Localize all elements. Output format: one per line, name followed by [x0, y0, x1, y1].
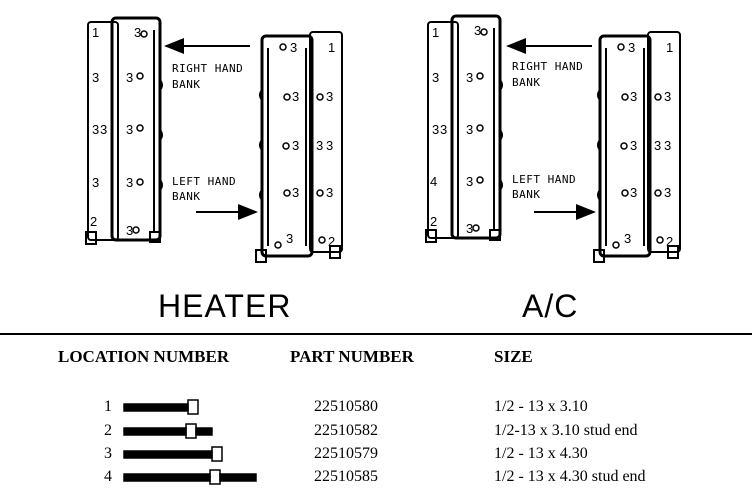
heater-lh-loc-7: 3: [292, 185, 299, 200]
row-1-location: 1: [104, 398, 112, 415]
row-2-size: 1/2-13 x 3.10 stud end: [494, 422, 638, 439]
heater-lh-loc-9: 3: [286, 231, 293, 246]
ac-lh-loc-6: 3: [664, 138, 671, 153]
heater-lh-loc-1: 3: [290, 40, 297, 55]
ac-caption: A/C: [522, 288, 579, 324]
ac-lh-loc-1: 3: [628, 40, 635, 55]
row-4-part: 22510585: [314, 468, 378, 485]
row-2-part: 22510582: [314, 422, 378, 439]
ac-lh-loc-4: 3: [664, 89, 671, 104]
ac-lh-loc-9: 3: [624, 231, 631, 246]
ac-lh-loc-5: 3: [630, 138, 637, 153]
ac-rh-loc-11: 3: [440, 122, 447, 137]
heater-rh-loc-4: 3: [126, 70, 133, 85]
heater-rh-loc-5: 3: [92, 122, 99, 137]
ac-rh-loc-3: 3: [432, 70, 439, 85]
ac-rh-loc-6: 3: [466, 122, 473, 137]
heater-rh-loc-3: 3: [92, 70, 99, 85]
heater-rh-loc-2: 3: [134, 25, 141, 40]
ac-rh-label-line1: RIGHT HAND: [512, 60, 583, 73]
heater-bolt-holes: [132, 30, 326, 249]
row-2-location: 2: [104, 422, 112, 439]
ac-lh-label-line2: BANK: [512, 188, 541, 201]
ac-rh-loc-1: 1: [432, 25, 439, 40]
heater-rh-loc-8: 3: [126, 175, 133, 190]
row-4-location: 4: [104, 468, 112, 485]
heater-diagram: 1 3 3 3 3 3 3 3 3 2 3 3 1 3 3 3 3 3 3 3 …: [85, 16, 343, 263]
heater-rh-label-line2: BANK: [172, 78, 201, 91]
ac-lh-loc-8: 3: [664, 185, 671, 200]
ac-lh-loc-11: 2: [666, 234, 673, 249]
ac-lh-loc-3: 3: [630, 89, 637, 104]
heater-right-bank-head: [85, 16, 163, 245]
heater-lh-loc-2: 1: [328, 40, 335, 55]
ac-right-bank-head: [425, 14, 503, 243]
heater-left-bank-head: [255, 31, 343, 263]
heater-lh-loc-10: 3: [316, 138, 323, 153]
ac-rh-loc-2: 3: [474, 23, 481, 38]
part-number-header: PART NUMBER: [290, 347, 414, 366]
heater-rh-loc-9: 3: [126, 223, 133, 238]
row-3-part: 22510579: [314, 445, 378, 462]
heater-rh-loc-7: 3: [92, 175, 99, 190]
size-header: SIZE: [494, 347, 533, 366]
heater-lh-loc-4: 3: [326, 89, 333, 104]
heater-rh-label-line1: RIGHT HAND: [172, 62, 243, 75]
ac-rh-label-line2: BANK: [512, 76, 541, 89]
bolt-1-icon: [123, 399, 199, 415]
ac-rh-loc-5: 3: [432, 122, 439, 137]
heater-caption: HEATER: [158, 288, 292, 324]
heater-lh-label-line1: LEFT HAND: [172, 175, 236, 188]
heater-rh-loc-6: 3: [126, 122, 133, 137]
ac-left-bank-head: [593, 31, 681, 263]
heater-rh-loc-11: 3: [100, 122, 107, 137]
ac-lh-loc-7: 3: [630, 185, 637, 200]
ac-rh-loc-8: 3: [466, 174, 473, 189]
bolt-4-icon: [123, 469, 257, 485]
bolt-3-icon: [123, 446, 223, 462]
row-4-size: 1/2 - 13 x 4.30 stud end: [494, 468, 646, 485]
ac-lh-loc-10: 3: [654, 138, 661, 153]
row-3-size: 1/2 - 13 x 4.30: [494, 445, 588, 462]
location-number-header: LOCATION NUMBER: [58, 347, 230, 366]
ac-lh-loc-2: 1: [666, 40, 673, 55]
ac-bolt-holes: [472, 28, 664, 249]
heater-rh-loc-10: 2: [90, 214, 97, 229]
heater-lh-loc-5: 3: [292, 138, 299, 153]
row-1-part: 22510580: [314, 398, 378, 415]
ac-diagram: 1 3 3 3 3 3 4 3 3 2 3 3 1 3 3 3 3 3 3 3 …: [425, 14, 681, 263]
bolt-2-icon: [123, 423, 213, 439]
ac-rh-loc-7: 4: [430, 174, 437, 189]
heater-lh-loc-3: 3: [292, 89, 299, 104]
row-3-location: 3: [104, 445, 112, 462]
ac-rh-loc-4: 3: [466, 70, 473, 85]
ac-rh-loc-9: 3: [466, 221, 473, 236]
heater-lh-loc-11: 2: [328, 234, 335, 249]
ac-lh-label-line1: LEFT HAND: [512, 173, 576, 186]
heater-lh-label-line2: BANK: [172, 190, 201, 203]
heater-lh-loc-8: 3: [326, 185, 333, 200]
heater-lh-loc-6: 3: [326, 138, 333, 153]
heater-rh-loc-1: 1: [92, 25, 99, 40]
ac-rh-loc-10: 2: [430, 214, 437, 229]
row-1-size: 1/2 - 13 x 3.10: [494, 398, 588, 415]
